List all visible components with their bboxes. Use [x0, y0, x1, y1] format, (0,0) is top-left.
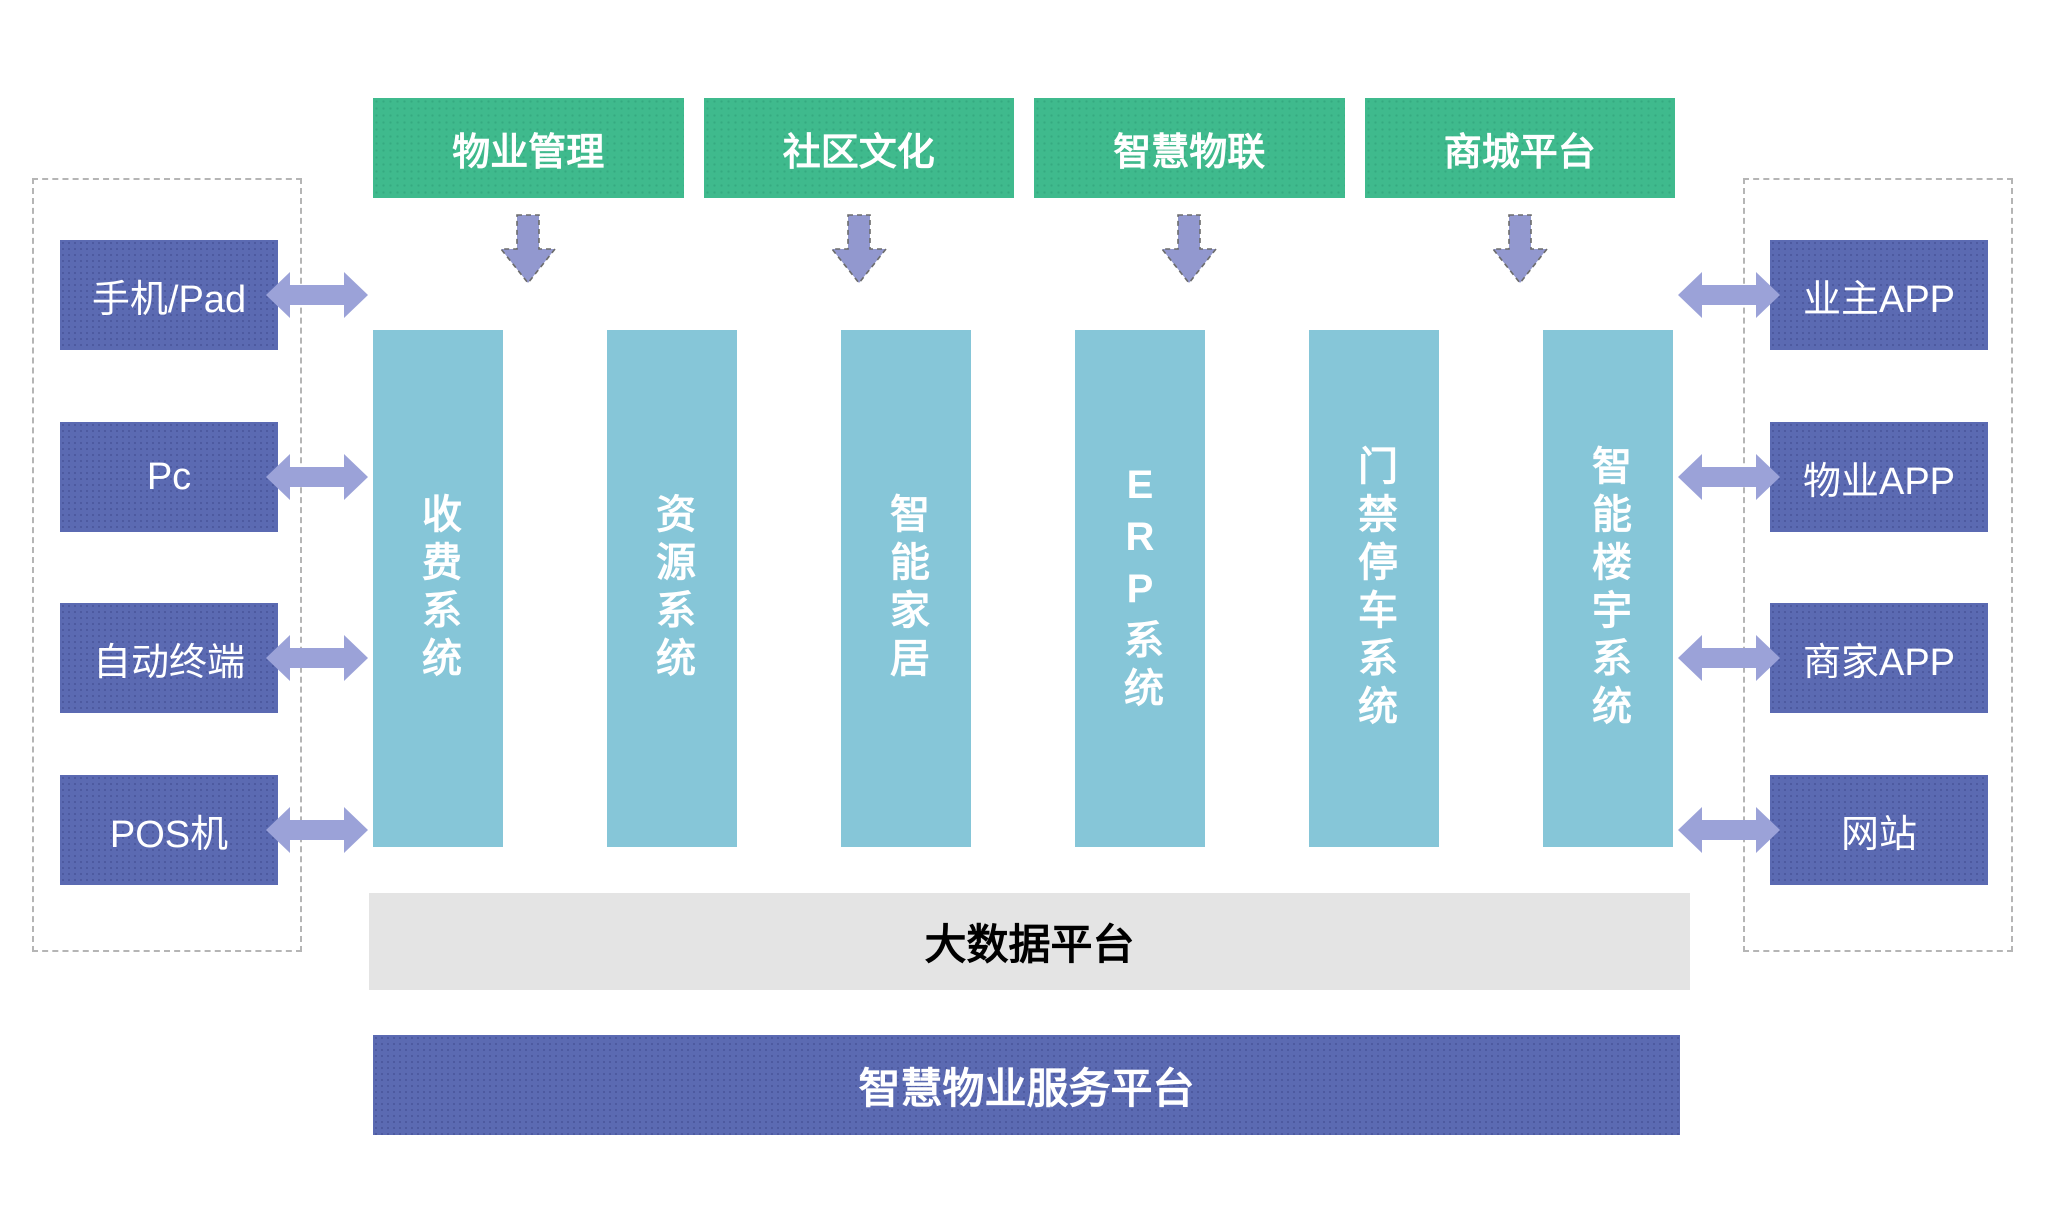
left-right-arrow-icon	[266, 272, 368, 318]
system-column-label: 资源系统	[650, 492, 694, 685]
left-right-arrow-icon	[266, 807, 368, 853]
service-platform-bar: 智慧物业服务平台	[373, 1035, 1680, 1135]
device-label: 自动终端	[92, 641, 245, 684]
system-column-access-parking: 门禁停车系统	[1309, 330, 1439, 847]
service-platform-label: 智慧物业服务平台	[858, 1064, 1195, 1112]
app-label: 网站	[1840, 813, 1917, 856]
device-label: Pc	[146, 455, 192, 498]
top-modules-row: 物业管理 社区文化 智慧物联 商城平台	[373, 98, 1675, 198]
down-arrow-icon	[830, 214, 888, 285]
right-apps-group	[1743, 178, 2013, 952]
system-column-label: 收费系统	[416, 492, 460, 685]
system-column-label: 智能家居	[884, 492, 928, 685]
system-column-charging: 收费系统	[373, 330, 503, 847]
app-merchant: 商家APP	[1770, 603, 1988, 713]
app-website: 网站	[1770, 775, 1988, 885]
device-label: POS机	[109, 813, 229, 856]
system-column-label: 门禁停车系统	[1352, 444, 1396, 733]
device-mobile-pad: 手机/Pad	[60, 240, 278, 350]
system-column-label: 智能楼宇系统	[1586, 444, 1630, 733]
module-label: 物业管理	[452, 131, 605, 174]
left-right-arrow-icon	[266, 454, 368, 500]
device-label: 手机/Pad	[91, 278, 247, 321]
system-column-resource: 资源系统	[607, 330, 737, 847]
module-smart-iot: 智慧物联	[1034, 98, 1345, 198]
app-owner: 业主APP	[1770, 240, 1988, 350]
down-arrow-icon	[1491, 214, 1549, 285]
left-right-arrow-icon	[1678, 635, 1780, 681]
app-property: 物业APP	[1770, 422, 1988, 532]
device-self-terminal: 自动终端	[60, 603, 278, 713]
system-column-erp: ERP系统	[1075, 330, 1205, 847]
app-label: 商家APP	[1802, 641, 1956, 684]
down-arrow-icon	[499, 214, 557, 285]
down-arrow-icon	[1160, 214, 1218, 285]
left-right-arrow-icon	[1678, 272, 1780, 318]
app-label: 物业APP	[1802, 460, 1956, 503]
big-data-platform-label: 大数据平台	[924, 921, 1135, 968]
system-column-smart-home: 智能家居	[841, 330, 971, 847]
device-pos: POS机	[60, 775, 278, 885]
left-right-arrow-icon	[266, 635, 368, 681]
module-label: 商城平台	[1443, 131, 1596, 174]
big-data-platform-bar: 大数据平台	[369, 893, 1690, 990]
module-mall-platform: 商城平台	[1364, 98, 1675, 198]
module-property-management: 物业管理	[373, 98, 684, 198]
left-right-arrow-icon	[1678, 807, 1780, 853]
left-devices-group	[32, 178, 302, 952]
device-pc: Pc	[60, 422, 278, 532]
app-label: 业主APP	[1802, 278, 1956, 321]
left-right-arrow-icon	[1678, 454, 1780, 500]
module-label: 智慧物联	[1113, 131, 1266, 174]
module-label: 社区文化	[782, 131, 935, 174]
module-community-culture: 社区文化	[703, 98, 1014, 198]
system-columns: 收费系统 资源系统 智能家居 ERP系统 门禁停车系统 智能楼宇系统	[373, 330, 1673, 847]
system-column-smart-building: 智能楼宇系统	[1543, 330, 1673, 847]
system-column-label: ERP系统	[1118, 462, 1162, 715]
